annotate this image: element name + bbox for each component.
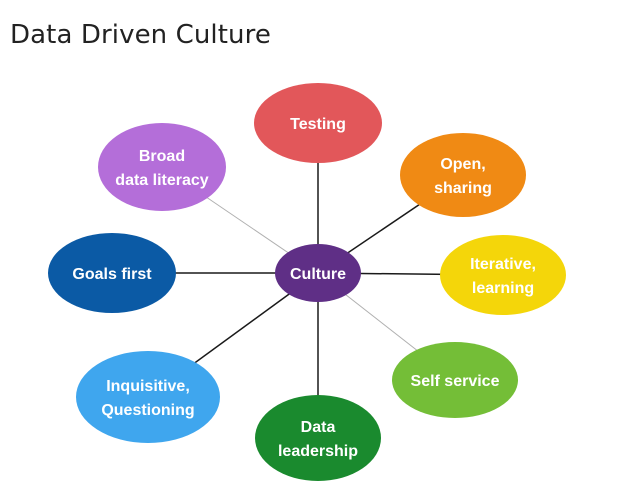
node-iterative-learning-label: learning <box>472 280 534 297</box>
node-broad-data-literacy: Broad data literacy <box>98 123 226 211</box>
node-broad-data-literacy-label: data literacy <box>115 172 208 189</box>
node-broad-data-literacy-shape <box>98 123 226 211</box>
node-inquisitive-questioning: Inquisitive, Questioning <box>76 351 220 443</box>
node-open-sharing-label: Open, <box>440 156 485 173</box>
node-self-service-label: Self service <box>411 373 500 390</box>
node-goals-first-shape <box>48 233 176 313</box>
node-goals-first-label: Goals first <box>72 266 152 283</box>
node-culture-center-label: Culture <box>290 266 346 283</box>
node-self-service: Self service <box>392 342 518 418</box>
node-open-sharing-shape <box>400 133 526 217</box>
node-self-service-shape <box>392 342 518 418</box>
node-iterative-learning-label: Iterative, <box>470 256 536 273</box>
node-data-leadership-shape <box>255 395 381 481</box>
node-testing-label: Testing <box>290 116 346 133</box>
node-broad-data-literacy-label: Broad <box>139 148 185 165</box>
node-goals-first: Goals first <box>48 233 176 313</box>
node-open-sharing-label: sharing <box>434 180 492 197</box>
node-culture-center: Culture <box>275 244 361 302</box>
node-inquisitive-questioning-shape <box>76 351 220 443</box>
node-iterative-learning: Iterative, learning <box>440 235 566 315</box>
node-data-leadership-label: Data <box>301 419 336 436</box>
node-open-sharing: Open, sharing <box>400 133 526 217</box>
node-iterative-learning-shape <box>440 235 566 315</box>
node-testing: Testing <box>254 83 382 163</box>
node-inquisitive-questioning-label: Inquisitive, <box>106 378 190 395</box>
node-data-leadership: Data leadership <box>255 395 381 481</box>
node-culture-center-shape <box>275 244 361 302</box>
node-data-leadership-label: leadership <box>278 443 358 460</box>
node-inquisitive-questioning-label: Questioning <box>101 402 194 419</box>
node-testing-shape <box>254 83 382 163</box>
slide-title: Data Driven Culture <box>10 20 271 50</box>
